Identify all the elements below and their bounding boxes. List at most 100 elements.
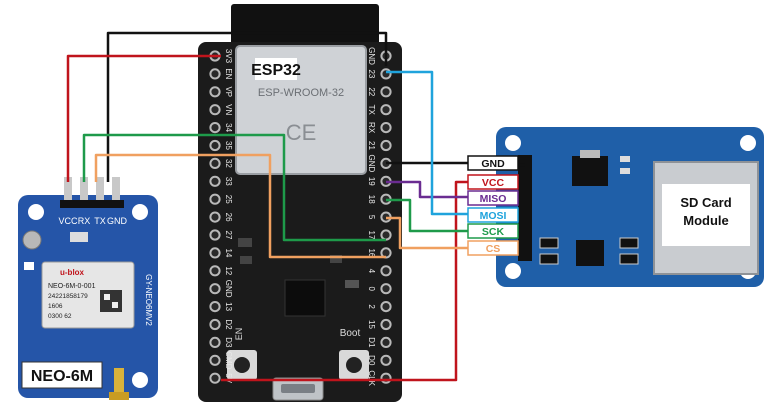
gps-pin (112, 177, 120, 207)
mount-hole (740, 135, 756, 151)
wire-sd-cs (386, 216, 468, 250)
esp32-pin-left-9 (209, 211, 221, 223)
esp32-pin-label-right-8: 18 (367, 195, 376, 204)
esp32-pin-label-left-7: 33 (224, 177, 233, 186)
smd-part (539, 237, 559, 249)
esp32-pin-label-left-8: 25 (224, 195, 233, 204)
esp32-pin-right-2 (380, 86, 392, 98)
smd-part (330, 255, 342, 263)
esp32-pin-right-12 (380, 265, 392, 277)
esp32-pin-left-2 (209, 86, 221, 98)
esp32-title: ESP32 (251, 62, 301, 79)
sd-title-box (662, 184, 750, 246)
esp32-pin-left-10 (209, 229, 221, 241)
smd-part (240, 256, 252, 264)
antenna-connector (114, 368, 124, 398)
sd-header (518, 155, 532, 261)
sd-pin-label-miso: MISO (480, 193, 507, 205)
sd-title-line2: Module (683, 213, 729, 228)
en-button-cap[interactable] (234, 357, 250, 373)
regulator-tab (580, 150, 600, 158)
gps-header-plastic (60, 200, 124, 208)
sd-title-line1: SD Card (680, 195, 731, 210)
gps-name-box (21, 361, 103, 389)
wire-sd-mosi (386, 70, 468, 216)
esp32-pin-label-left-13: GND (224, 280, 233, 298)
gps-pin (80, 177, 88, 207)
smd-part (620, 168, 630, 174)
esp32-pin-label-right-11: 16 (367, 248, 376, 257)
esp32-pin-label-left-1: EN (224, 68, 233, 79)
chip-line: 1606 (48, 303, 63, 310)
esp32-pin-label-left-14: 13 (224, 302, 233, 311)
esp32-pin-label-left-5: 35 (224, 141, 233, 150)
esp32-pin-label-right-18: CLK (367, 370, 376, 386)
esp32-pin-label-right-15: 15 (367, 320, 376, 329)
smd-part (620, 156, 630, 162)
sd-card-module: SD Card Module (496, 127, 764, 287)
gps-pin-label-rx: RX (78, 216, 91, 226)
esp32-board: ESP-WROOM-32 CE ESP32 EN Boot 3V3ENVPVN3… (198, 4, 402, 402)
esp32-pin-right-15 (380, 318, 392, 331)
esp32-pin-left-1 (209, 68, 221, 80)
mount-hole (132, 204, 148, 220)
sd-pin-label-box-cs (467, 240, 519, 256)
esp32-pin-label-right-5: 21 (367, 141, 376, 150)
mount-hole (132, 372, 148, 388)
esp32-pin-right-14 (380, 301, 392, 313)
esp32-pin-label-right-10: 17 (367, 231, 376, 240)
esp32-pin-left-16 (209, 336, 221, 348)
esp32-pin-right-13 (380, 283, 392, 295)
esp32-pin-label-left-15: D2 (224, 319, 233, 330)
qr-code-icon (100, 290, 122, 312)
esp32-pin-left-15 (209, 318, 221, 331)
gps-pin-label-vcc: VCC (58, 216, 78, 226)
smd-part (345, 280, 359, 288)
esp32-pin-left-5 (209, 139, 221, 152)
sd-pin-label-cs: CS (486, 243, 501, 255)
sd-pin-label-box-mosi (467, 207, 519, 223)
micro-usb-opening (281, 384, 315, 393)
esp32-pin-label-right-4: RX (367, 122, 376, 134)
boot-button-cap[interactable] (346, 357, 362, 373)
esp32-pin-left-13 (209, 283, 221, 295)
esp32-pin-label-right-9: 5 (367, 215, 376, 220)
battery-cell (22, 230, 42, 250)
esp32-pin-label-left-3: VN (224, 104, 233, 115)
esp32-pin-right-5 (380, 139, 392, 152)
esp32-pin-label-left-0: 3V3 (224, 49, 233, 64)
esp32-pin-label-right-2: 22 (367, 87, 376, 96)
sd-pin-label-vcc: VCC (482, 177, 505, 189)
wire-gps-rx (94, 153, 386, 259)
esp32-pin-right-4 (380, 122, 392, 134)
esp32-pin-label-right-14: 2 (367, 304, 376, 309)
esp32-pin-left-7 (209, 175, 221, 187)
esp32-pin-left-17 (209, 354, 221, 366)
sd-pin-labels: GND VCC MISO MOSI SCK CS (467, 155, 519, 256)
esp32-pin-label-left-6: 32 (224, 159, 233, 168)
esp32-pin-right-18 (380, 372, 392, 384)
esp32-pin-label-right-16: D1 (367, 337, 376, 348)
ce-mark-icon: CE (286, 120, 317, 145)
esp32-pin-right-17 (380, 354, 392, 366)
esp32-pin-label-right-6: GND (367, 155, 376, 173)
voltage-regulator (572, 156, 608, 186)
wires (66, 31, 525, 382)
boot-button-label: Boot (340, 328, 361, 339)
esp32-pin-label-right-7: 19 (367, 177, 376, 186)
usb-uart-chip (284, 279, 326, 317)
esp32-pin-label-right-1: 23 (367, 69, 376, 78)
gps-pin (96, 177, 104, 207)
mount-hole (505, 135, 521, 151)
smd-part (619, 253, 639, 265)
esp32-pin-label-left-2: VP (224, 86, 233, 97)
smd-part (238, 238, 252, 247)
smd-part (619, 237, 639, 249)
wire-gps-tx (82, 133, 386, 242)
smd-part (539, 253, 559, 265)
gps-module: VCC RX TX GND u-blox NEO-6M-0-001 242218… (18, 177, 158, 400)
esp32-pin-left-3 (209, 104, 221, 116)
gps-pin-label-tx: TX (94, 216, 106, 226)
chip-line: NEO-6M-0-001 (48, 283, 96, 290)
